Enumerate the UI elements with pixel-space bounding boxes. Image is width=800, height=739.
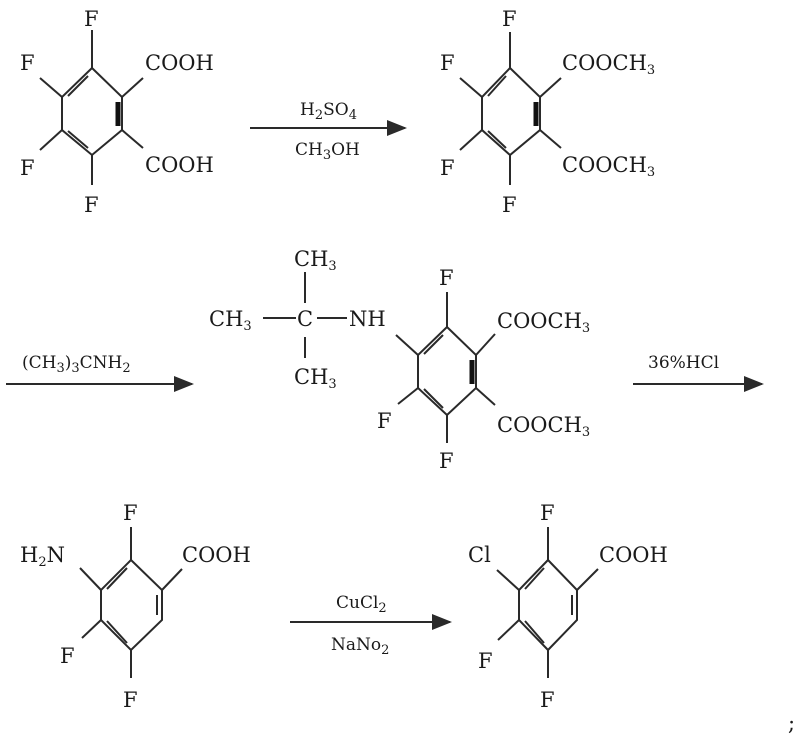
fluorine-label: F bbox=[84, 193, 99, 217]
carboxyl-group-label: COOH bbox=[145, 51, 214, 75]
reaction-arrow-step-3: 36%HCl bbox=[633, 353, 764, 392]
carboxyl-group-label: COOH bbox=[182, 543, 251, 567]
molecule-tert-butylamino-trifluorophthalate: CH3 CH3 C CH3 NH F F F COOCH3 COOCH3 bbox=[209, 247, 590, 473]
molecule-dimethyl-tetrafluorophthalate: F F F F COOCH3 COOCH3 bbox=[440, 7, 655, 217]
fluorine-label: F bbox=[439, 449, 454, 473]
methyl-ester-label: COOCH3 bbox=[562, 51, 655, 78]
fluorine-label: F bbox=[84, 7, 99, 31]
carboxyl-group-label: COOH bbox=[599, 543, 668, 567]
fluorine-label: F bbox=[377, 409, 392, 433]
fluorine-label: F bbox=[502, 193, 517, 217]
amino-group-label: H2N bbox=[20, 543, 65, 570]
reagent-label-below: NaNo2 bbox=[331, 635, 389, 658]
molecule-chloro-trifluorobenzoic-acid: F Cl F F COOH bbox=[468, 501, 668, 712]
reagent-label-above: (CH3)3CNH2 bbox=[22, 353, 131, 376]
benzene-ring bbox=[518, 559, 578, 652]
benzene-ring bbox=[61, 67, 123, 157]
reaction-arrow-step-1: H2SO4 CH3OH bbox=[250, 100, 407, 163]
fluorine-label: F bbox=[20, 156, 35, 180]
benzene-ring bbox=[100, 559, 163, 652]
fluorine-label: F bbox=[502, 7, 517, 31]
trailing-semicolon: ; bbox=[788, 711, 795, 735]
reaction-arrow-step-4: CuCl2 NaNo2 bbox=[290, 593, 452, 658]
chlorine-label: Cl bbox=[468, 543, 491, 567]
reagent-label-above: 36%HCl bbox=[648, 353, 719, 373]
tert-butyl-group: CH3 CH3 C CH3 bbox=[209, 247, 347, 392]
fluorine-label: F bbox=[123, 688, 138, 712]
fluorine-label: F bbox=[478, 649, 493, 673]
methyl-ester-label: COOCH3 bbox=[497, 309, 590, 336]
reagent-label-above: H2SO4 bbox=[300, 100, 357, 123]
fluorine-label: F bbox=[540, 688, 555, 712]
fluorine-label: F bbox=[440, 51, 455, 75]
fluorine-label: F bbox=[20, 51, 35, 75]
fluorine-label: F bbox=[123, 501, 138, 525]
methyl-ester-label: COOCH3 bbox=[497, 413, 590, 440]
fluorine-label: F bbox=[60, 644, 75, 668]
fluorine-label: F bbox=[540, 501, 555, 525]
carboxyl-group-label: COOH bbox=[145, 153, 214, 177]
reagent-label-below: CH3OH bbox=[295, 140, 360, 163]
methyl-label: CH3 bbox=[209, 307, 252, 334]
molecule-amino-trifluorobenzoic-acid: F H2N F F COOH bbox=[20, 501, 251, 712]
reaction-arrow-step-2: (CH3)3CNH2 bbox=[6, 353, 194, 392]
fluorine-label: F bbox=[439, 266, 454, 290]
reagent-label-above: CuCl2 bbox=[336, 593, 387, 616]
methyl-label: CH3 bbox=[294, 247, 337, 274]
amine-nh-label: NH bbox=[349, 307, 386, 331]
fluorine-label: F bbox=[440, 156, 455, 180]
quaternary-carbon-label: C bbox=[297, 307, 313, 331]
methyl-ester-label: COOCH3 bbox=[562, 153, 655, 180]
molecule-tetrafluorophthalic-acid: F F F F COOH COOH bbox=[20, 7, 214, 217]
methyl-label: CH3 bbox=[294, 365, 337, 392]
benzene-ring bbox=[417, 326, 477, 417]
benzene-ring bbox=[481, 67, 541, 157]
